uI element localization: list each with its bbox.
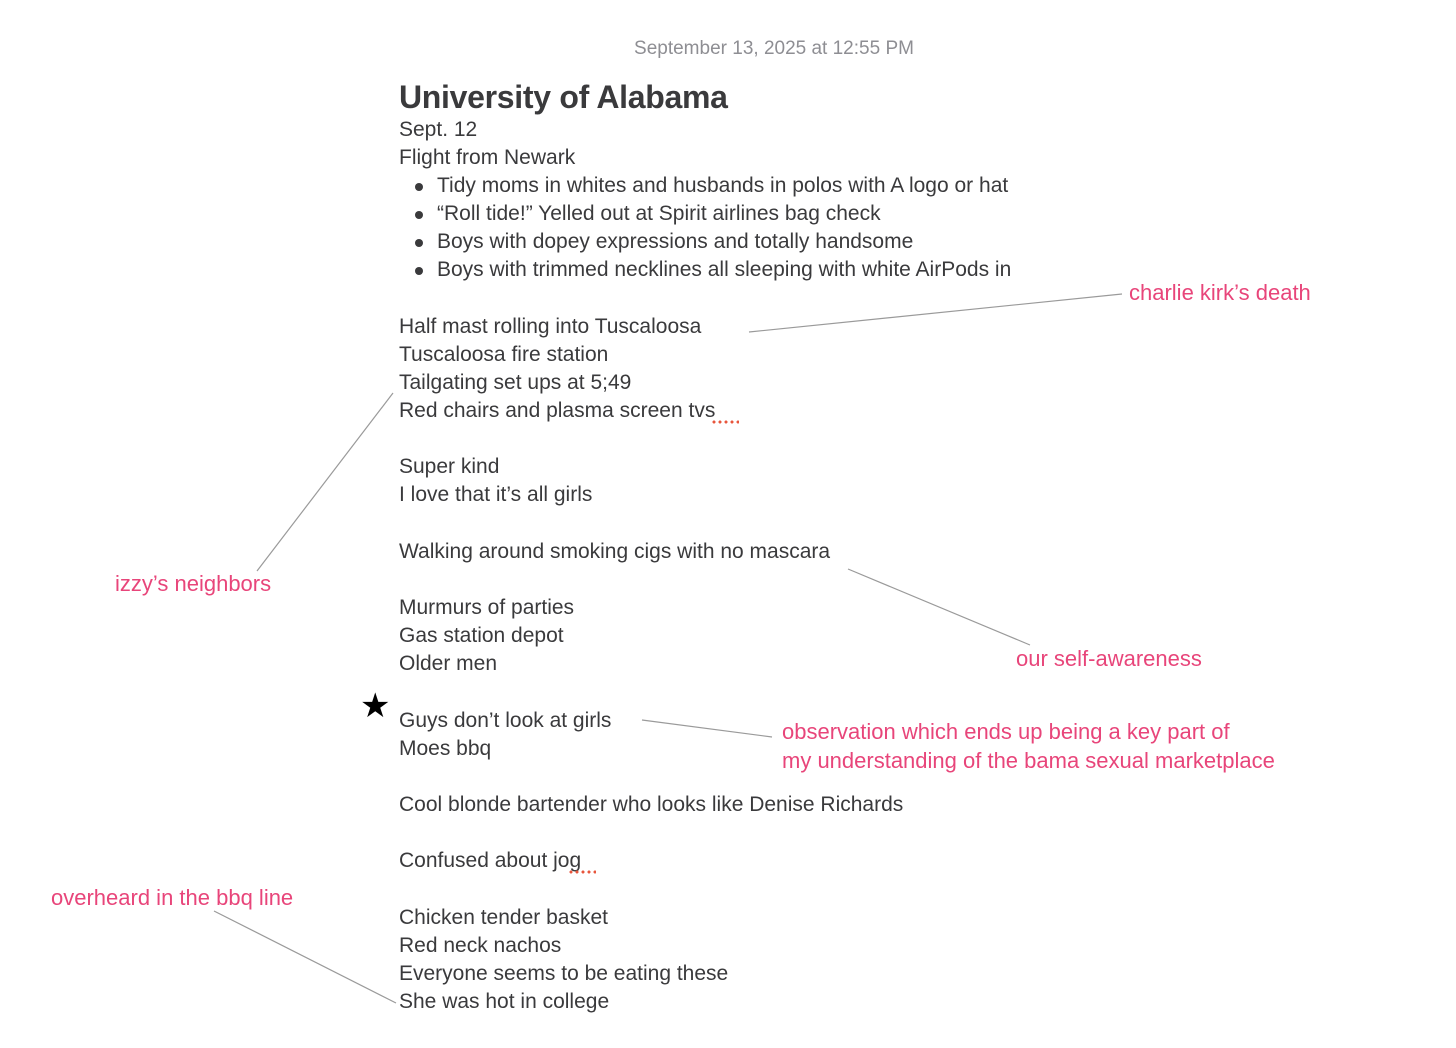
note-line-flight[interactable]: Flight from Newark [399, 146, 576, 169]
note-timestamp: September 13, 2025 at 12:55 PM [634, 38, 914, 59]
spellcheck-underline [711, 420, 739, 424]
leader-line-self-awareness [847, 568, 1031, 646]
annotation-izzy: izzy’s neighbors [115, 571, 272, 596]
note-line-moes[interactable]: Moes bbq [399, 737, 492, 760]
bullet-item-tidy-moms[interactable]: Tidy moms in whites and husbands in polo… [437, 174, 1009, 197]
note-line-smoking[interactable]: Walking around smoking cigs with no masc… [399, 540, 831, 563]
bullet-dot [415, 183, 423, 191]
annotation-overheard: overheard in the bbq line [51, 885, 294, 910]
bullet-dot [415, 239, 423, 247]
note-line-nachos[interactable]: Red neck nachos [399, 934, 562, 957]
note-line-everyone[interactable]: Everyone seems to be eating these [399, 962, 729, 985]
leader-line-izzy [256, 392, 394, 572]
annotation-self-awareness: our self-awareness [1016, 646, 1202, 671]
annotation-observation-line1: observation which ends up being a key pa… [782, 719, 1230, 744]
bullet-item-airpods[interactable]: Boys with trimmed necklines all sleeping… [437, 258, 1012, 281]
note-line-hot-college[interactable]: She was hot in college [399, 990, 610, 1013]
note-line-date[interactable]: Sept. 12 [399, 118, 478, 141]
note-title[interactable]: University of Alabama [399, 79, 728, 115]
note-line-half-mast[interactable]: Half mast rolling into Tuscaloosa [399, 315, 702, 338]
bullet-item-roll-tide[interactable]: “Roll tide!” Yelled out at Spirit airlin… [437, 202, 881, 225]
leader-line-charlie [748, 293, 1123, 333]
note-line-guys[interactable]: Guys don’t look at girls [399, 709, 612, 732]
note-line-murmurs[interactable]: Murmurs of parties [399, 596, 575, 619]
note-line-super-kind[interactable]: Super kind [399, 455, 500, 478]
bullet-item-dopey-boys[interactable]: Boys with dopey expressions and totally … [437, 230, 914, 253]
spellcheck-underline [568, 870, 596, 874]
annotation-observation-line2: my understanding of the bama sexual mark… [782, 748, 1275, 773]
note-line-red-chairs[interactable]: Red chairs and plasma screen tvs [399, 399, 716, 422]
bullet-dot [415, 267, 423, 275]
note-line-all-girls[interactable]: I love that it’s all girls [399, 483, 593, 506]
note-line-older-men[interactable]: Older men [399, 652, 498, 675]
bullet-dot [415, 211, 423, 219]
note-line-confused[interactable]: Confused about jog [399, 849, 582, 872]
annotation-charlie: charlie kirk’s death [1129, 280, 1311, 305]
note-line-gas-station[interactable]: Gas station depot [399, 624, 564, 647]
star-icon: ★ [360, 686, 391, 726]
note-line-tailgating[interactable]: Tailgating set ups at 5;49 [399, 371, 632, 394]
leader-line-overheard [213, 910, 397, 1004]
leader-line-observation [641, 719, 773, 738]
note-line-fire-station[interactable]: Tuscaloosa fire station [399, 343, 609, 366]
note-line-chicken[interactable]: Chicken tender basket [399, 906, 608, 929]
note-line-bartender[interactable]: Cool blonde bartender who looks like Den… [399, 793, 904, 816]
